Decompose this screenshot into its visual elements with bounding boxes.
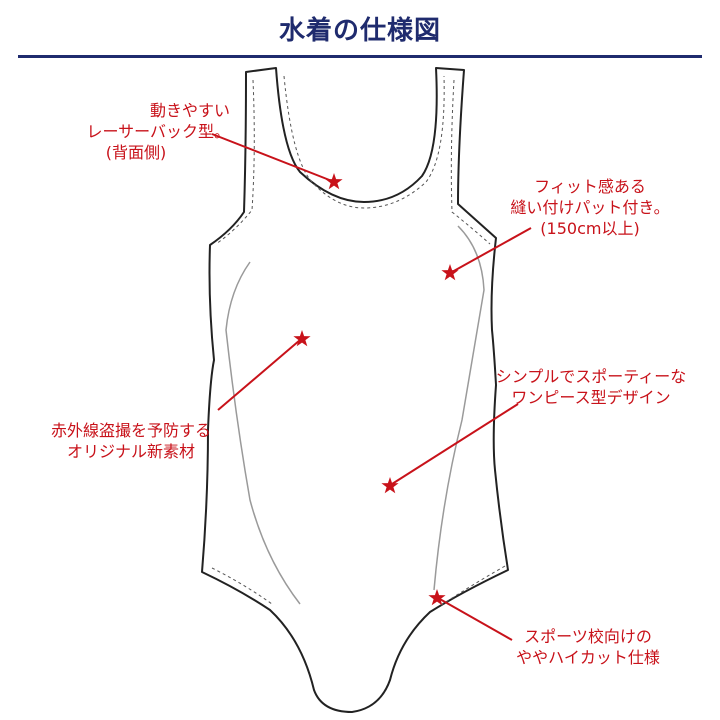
arrow-racer-back (211, 133, 333, 182)
arrow-sewn-pad (451, 227, 532, 273)
star-markers (293, 173, 459, 606)
callout-line: ワンピース型デザイン (511, 388, 671, 407)
callout-infrared-material: 赤外線盗撮を予防する オリジナル新素材 (22, 420, 240, 462)
callout-arrows (211, 133, 532, 641)
callout-high-cut: スポーツ校向けの ややハイカット仕様 (500, 626, 676, 668)
callout-line: スポーツ校向けの (524, 627, 652, 646)
callout-racer-back: 動きやすい レーサーバック型。 (背面側) (50, 100, 230, 163)
arrow-high-cut (437, 597, 513, 641)
swimsuit-outline (201, 67, 509, 713)
callout-line: (背面側) (105, 143, 167, 162)
callout-line: レーサーバック型。 (86, 122, 230, 141)
star-marker-racer-back (325, 173, 343, 190)
page-title: 水着の仕様図 (278, 16, 441, 46)
callout-line: フィット感ある (534, 177, 646, 196)
star-marker-sewn-pad (441, 264, 459, 281)
callout-line: シンプルでスポーティーな (495, 367, 687, 386)
callout-line: 赤外線盗撮を予防する (50, 421, 211, 440)
star-marker-high-cut (428, 589, 446, 606)
callout-sewn-pad: フィット感ある 縫い付けパット付き。 (150cm以上) (490, 176, 690, 239)
callout-line: オリジナル新素材 (66, 442, 195, 461)
arrow-infrared-material (217, 339, 301, 411)
side-panel-seams (225, 225, 485, 605)
star-marker-simple-design (381, 477, 399, 494)
stitching-lines (211, 75, 506, 607)
callout-line: 縫い付けパット付き。 (510, 198, 670, 217)
star-marker-infrared-material (293, 330, 311, 347)
callout-line: ややハイカット仕様 (516, 648, 660, 667)
arrow-simple-design (391, 403, 519, 485)
callout-simple-design: シンプルでスポーティーな ワンピース型デザイン (468, 366, 714, 408)
callout-line: 動きやすい (149, 101, 230, 120)
title-divider (18, 55, 702, 58)
callout-line: (150cm以上) (540, 219, 640, 238)
